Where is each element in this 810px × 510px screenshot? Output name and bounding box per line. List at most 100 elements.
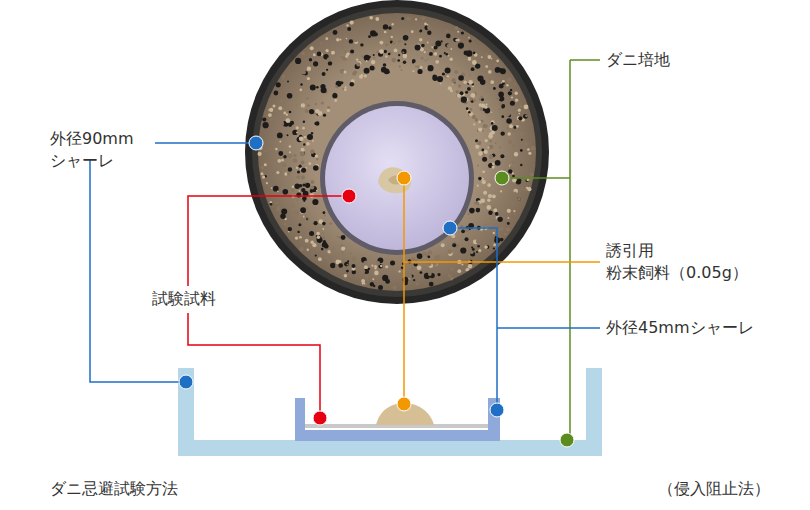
medium-speck — [500, 238, 504, 242]
medium-speck — [512, 144, 515, 147]
medium-speck — [346, 38, 348, 40]
medium-speck — [526, 178, 529, 181]
sample-label: 試験試料 — [152, 288, 216, 310]
medium-speck — [513, 210, 515, 212]
medium-speck — [524, 105, 529, 110]
medium-speck — [461, 97, 467, 103]
marker-dot — [249, 136, 263, 150]
medium-speck — [371, 265, 373, 267]
medium-speck — [481, 56, 483, 58]
medium-speck — [388, 38, 390, 40]
medium-speck — [476, 208, 481, 213]
medium-speck — [330, 263, 335, 268]
medium-speck — [379, 49, 384, 54]
medium-speck — [393, 286, 397, 290]
medium-speck — [283, 155, 286, 158]
medium-speck — [446, 30, 449, 33]
medium-speck — [480, 96, 483, 99]
medium-speck — [347, 27, 351, 31]
medium-speck — [398, 29, 401, 32]
medium-speck — [488, 78, 490, 80]
inner-dish-section — [295, 398, 500, 441]
medium-speck — [306, 207, 308, 209]
medium-speck — [384, 31, 387, 34]
medium-speck — [482, 170, 485, 173]
medium-speck — [469, 108, 472, 111]
medium-speck — [277, 191, 279, 193]
medium-speck — [312, 199, 318, 205]
medium-speck — [356, 62, 360, 66]
medium-speck — [372, 278, 374, 280]
outer-dish — [245, 0, 549, 304]
medium-speck — [338, 263, 343, 268]
medium-speck — [344, 71, 347, 74]
medium-speck — [330, 40, 332, 42]
medium-speck — [305, 167, 307, 169]
medium-speck — [445, 68, 451, 74]
medium-speck — [512, 168, 515, 171]
medium-speck — [369, 270, 372, 273]
medium-speck — [496, 97, 500, 101]
leader-line — [403, 178, 405, 398]
medium-speck — [301, 103, 305, 107]
medium-speck — [364, 74, 367, 77]
medium-speck — [300, 152, 305, 157]
medium-speck — [333, 30, 338, 35]
medium-speck — [313, 61, 318, 66]
medium-speck — [479, 98, 481, 100]
medium-speck — [424, 23, 427, 26]
medium-speck — [420, 271, 423, 274]
medium-speck — [302, 196, 307, 201]
medium-speck — [515, 92, 518, 95]
medium-speck — [271, 187, 273, 189]
medium-speck — [269, 148, 271, 150]
medium-speck — [290, 121, 294, 125]
marker-dot — [490, 403, 504, 417]
medium-speck — [286, 113, 288, 115]
medium-speck — [293, 158, 297, 162]
medium-speck — [495, 160, 501, 166]
medium-speck — [468, 213, 470, 215]
medium-speck — [481, 149, 484, 152]
medium-speck — [467, 87, 471, 91]
medium-speck — [466, 50, 472, 56]
medium-speck — [295, 58, 301, 64]
medium-speck — [470, 97, 473, 100]
medium-speck — [508, 132, 511, 135]
medium-speck — [281, 209, 287, 215]
medium-speck — [507, 222, 510, 225]
medium-speck — [264, 163, 267, 166]
medium-speck — [301, 168, 306, 173]
medium-speck — [411, 257, 416, 262]
medium-speck — [313, 165, 319, 171]
medium-speck — [434, 255, 439, 260]
medium-speck — [302, 184, 305, 187]
medium-speck — [388, 53, 391, 56]
medium-speck — [329, 222, 332, 225]
medium-speck — [531, 146, 536, 151]
medium-speck — [301, 148, 305, 152]
medium-speck — [493, 87, 496, 90]
medium-speck — [506, 84, 508, 86]
medium-speck — [317, 52, 322, 57]
medium-speck — [398, 270, 400, 272]
medium-speck — [489, 145, 494, 150]
medium-speck — [491, 131, 495, 135]
medium-speck — [517, 178, 521, 182]
medium-speck — [391, 58, 396, 63]
medium-speck — [404, 43, 406, 45]
medium-speck — [485, 245, 489, 249]
medium-speck — [480, 107, 484, 111]
medium-speck — [300, 247, 304, 251]
medium-speck — [301, 161, 305, 165]
medium-speck — [506, 228, 510, 232]
medium-speck — [307, 67, 311, 71]
medium-speck — [364, 55, 370, 61]
medium-speck — [518, 197, 521, 200]
medium-speck — [465, 237, 469, 241]
medium-speck — [316, 86, 319, 89]
medium-speck — [501, 104, 505, 108]
medium-speck — [323, 211, 326, 214]
medium-speck — [332, 93, 337, 98]
medium-speck — [511, 96, 513, 98]
